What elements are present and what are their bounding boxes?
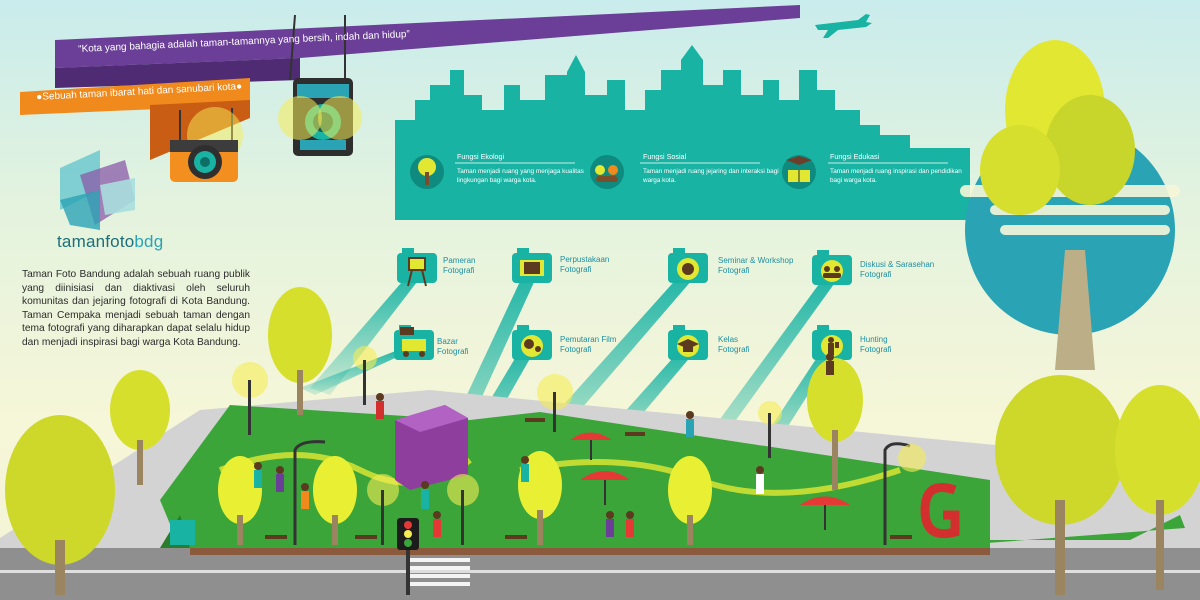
tree [268, 287, 332, 415]
medium-format-camera-icon [278, 14, 362, 156]
activity-line2: Fotografi [860, 345, 892, 354]
street-lamp [758, 401, 782, 458]
activity-line1: Bazar [437, 337, 458, 346]
activity-line1: Seminar & Workshop [718, 256, 794, 265]
tree [5, 415, 115, 595]
activity-line2: Fotografi [443, 266, 475, 275]
activity-icons [394, 248, 852, 360]
airplane-icon [815, 14, 872, 38]
tree [668, 456, 712, 545]
brand-name-part1: tamanfoto [57, 232, 135, 251]
activity-line2: Fotografi [560, 265, 592, 274]
large-tree [960, 40, 1180, 370]
people-figures [254, 353, 834, 537]
activity-line1: Pemutaran Film [560, 335, 617, 344]
tree [218, 456, 262, 545]
tree [1115, 385, 1200, 590]
book-icon [512, 248, 552, 283]
activity-line2: Fotografi [560, 345, 592, 354]
brand-name: tamanfotobdg [57, 232, 163, 252]
street-lamp [537, 374, 573, 432]
graduation-cap-icon [668, 325, 708, 360]
activity-line1: Hunting [860, 335, 888, 344]
activity-line2: Fotografi [860, 270, 892, 279]
brand-name-part2: bdg [134, 232, 164, 251]
activity-line2: Fotografi [437, 347, 469, 356]
street-lamp [367, 474, 399, 545]
book-icon [782, 155, 816, 189]
activity-line2: Fotografi [718, 266, 750, 275]
hiker-icon [812, 325, 852, 360]
cart-icon [394, 325, 434, 360]
function-desc: Taman menjadi ruang yang menjaga kualita… [457, 168, 584, 184]
tree [807, 358, 863, 490]
street-lamp [883, 442, 926, 545]
activity-line1: Diskusi & Sarasehan [860, 260, 935, 269]
activity-line1: Kelas [718, 335, 739, 344]
function-desc: Taman menjadi ruang jejaring dan interak… [643, 168, 779, 184]
activity-line1: Perpustakaan [560, 255, 610, 264]
camera-icon [170, 107, 243, 182]
function-desc: Taman menjadi ruang inspirasi dan pendid… [830, 168, 962, 184]
street-lamp [447, 474, 479, 545]
tree [995, 375, 1125, 595]
activity-line2: Fotografi [718, 345, 750, 354]
tree-icon [410, 155, 444, 189]
benches [265, 418, 912, 539]
function-title: Fungsi Edukasi [830, 152, 880, 161]
city-skyline [395, 45, 970, 220]
intro-paragraph: Taman Foto Bandung adalah sebuah ruang p… [22, 269, 250, 348]
lens-icon [668, 248, 708, 283]
street-lamp [353, 346, 377, 405]
people-icon [590, 155, 624, 189]
tree [110, 370, 170, 485]
traffic-light-icon [397, 518, 419, 595]
umbrellas [570, 432, 850, 530]
function-title: Fungsi Sosial [643, 152, 687, 161]
taman-foto-logo [60, 150, 135, 230]
film-reel-icon [512, 325, 552, 360]
park-trees [5, 287, 1200, 595]
easel-icon [397, 248, 437, 287]
street-lamp [232, 362, 268, 435]
function-title: Fungsi Ekologi [457, 152, 505, 161]
activity-line1: Pameran [443, 256, 476, 265]
g-sculpture [920, 483, 960, 539]
people-icon [812, 250, 852, 285]
street-lamps [232, 346, 926, 545]
tree [313, 456, 357, 545]
street-lamp [293, 440, 326, 545]
